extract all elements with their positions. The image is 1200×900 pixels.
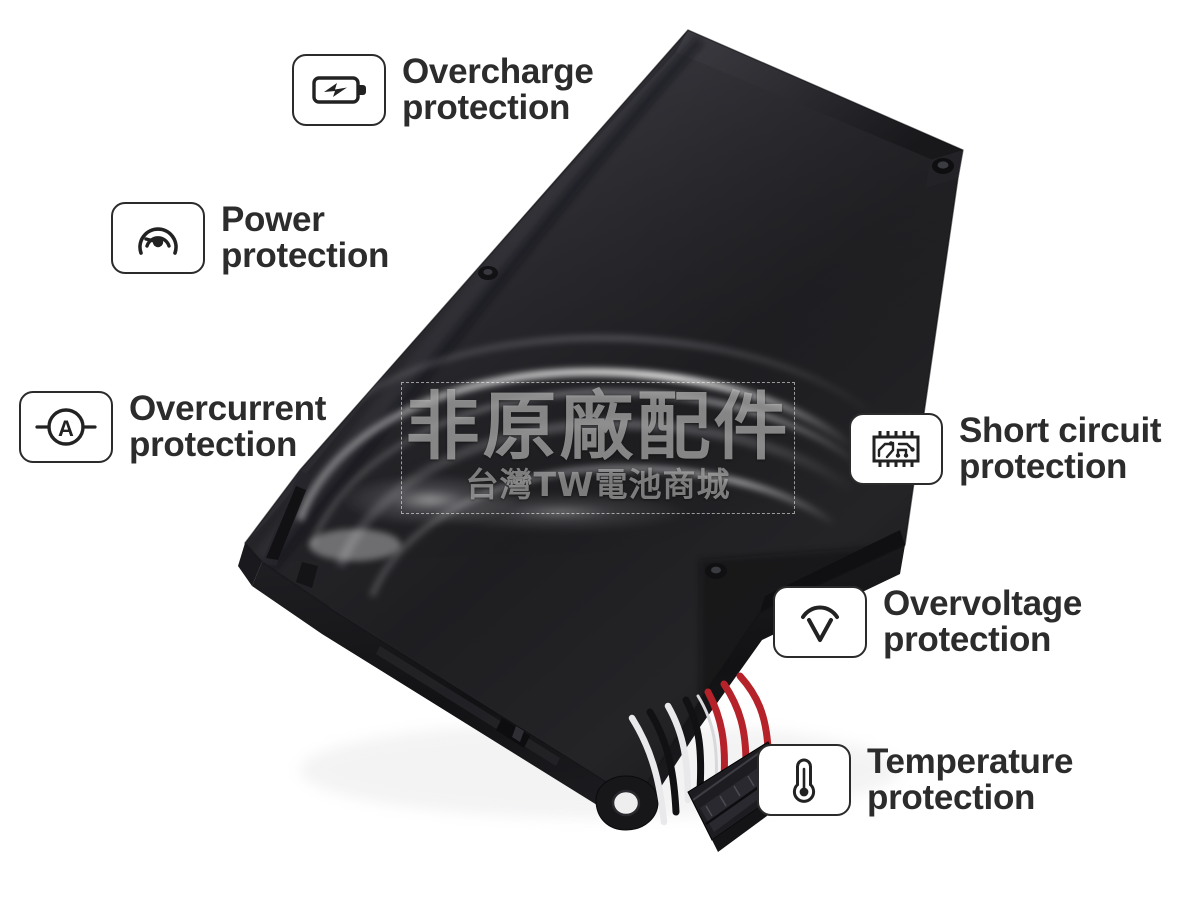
mounting-eyelet <box>478 158 954 579</box>
battery-mount-tab <box>595 775 659 831</box>
ammeter-icon-box: A <box>19 391 113 464</box>
voltmeter-v-arc-icon <box>801 606 839 643</box>
feature-label: Overcurrent protection <box>129 389 327 465</box>
battery-bolt-icon-box <box>292 54 386 127</box>
feature-overcurrent-protection: A Overcurrent protection <box>19 389 327 465</box>
gauge-icon <box>138 227 178 256</box>
thermometer-icon <box>792 758 816 804</box>
feature-label: Overvoltage protection <box>883 584 1083 660</box>
battery-side-latch <box>262 470 318 588</box>
voltmeter-icon-box <box>773 586 867 659</box>
feature-label: Temperature protection <box>867 742 1074 818</box>
feature-label: Short circuit protection <box>959 411 1162 487</box>
thermometer-icon-box <box>757 744 851 817</box>
battery-wire-harness <box>628 672 772 826</box>
feature-short-circuit-protection: Short circuit protection <box>849 411 1162 487</box>
chip-icon <box>872 431 920 468</box>
feature-overcharge-protection: Overcharge protection <box>292 52 594 128</box>
feature-label: Power protection <box>221 200 390 276</box>
battery-bottom-seam <box>376 646 560 766</box>
feature-overvoltage-protection: Overvoltage protection <box>773 584 1083 660</box>
feature-power-protection: Power protection <box>111 200 390 276</box>
ammeter-icon: A <box>35 408 97 447</box>
svg-text:A: A <box>58 416 74 441</box>
chip-icon-box <box>849 413 943 486</box>
gauge-icon-box <box>111 202 205 275</box>
battery-bolt-icon <box>312 76 366 105</box>
feature-temperature-protection: Temperature protection <box>757 742 1074 818</box>
feature-label: Overcharge protection <box>402 52 594 128</box>
